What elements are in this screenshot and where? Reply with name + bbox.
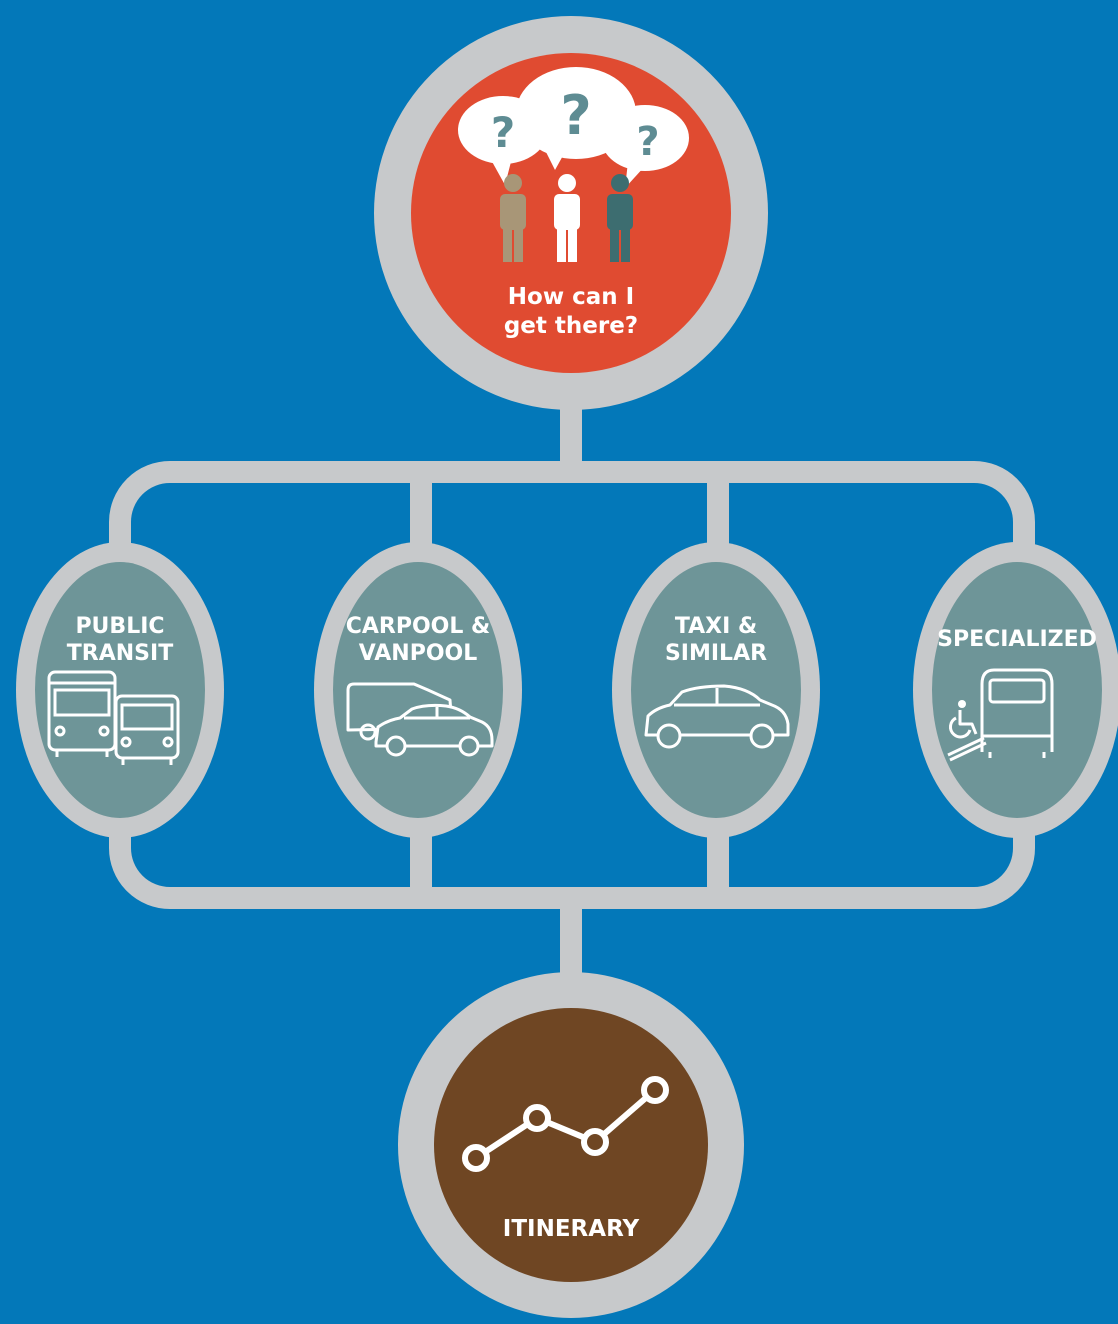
mode-node-specialized: SPECIALIZED: [913, 542, 1118, 838]
person-teal: [607, 174, 633, 262]
van-and-car-icon: [346, 682, 494, 757]
mode-node-carpool-vanpool: CARPOOL & VANPOOL: [314, 542, 522, 838]
mode-label-line2: TRANSIT: [67, 641, 173, 666]
connectors: [109, 380, 1035, 1000]
mode-label-line1: PUBLIC: [75, 614, 164, 639]
person-tan: [500, 174, 526, 262]
question-label-line1: How can I: [508, 284, 634, 310]
car-icon: [644, 684, 790, 749]
route-line-icon: [462, 1076, 669, 1172]
question-mark-left: ?: [491, 108, 515, 157]
wheelchair-van-icon: [947, 668, 1054, 762]
branch-frame: [109, 461, 1035, 909]
question-node: ? ? ? How can I: [374, 16, 768, 410]
mode-label-line1: SPECIALIZED: [937, 627, 1097, 652]
question-mark-right: ?: [636, 119, 659, 165]
itinerary-node: ITINERARY: [398, 972, 744, 1318]
person-white: [554, 174, 580, 262]
speech-bubble-icon: ? ? ?: [458, 67, 689, 188]
bus-icon: [47, 670, 180, 765]
mode-node-public-transit: PUBLIC TRANSIT: [16, 542, 224, 838]
itinerary-node-circle: [434, 1008, 708, 1282]
mode-label-line2: VANPOOL: [359, 641, 478, 666]
mode-label-line1: CARPOOL &: [346, 614, 491, 639]
mode-node-taxi-similar: TAXI & SIMILAR: [612, 542, 820, 838]
person-icon: [500, 174, 633, 262]
mode-label-line1: TAXI &: [675, 614, 757, 639]
mode-label-line2: SIMILAR: [665, 641, 767, 666]
itinerary-label: ITINERARY: [503, 1216, 640, 1242]
question-label-line2: get there?: [504, 313, 638, 339]
question-mark-center: ?: [560, 84, 591, 147]
